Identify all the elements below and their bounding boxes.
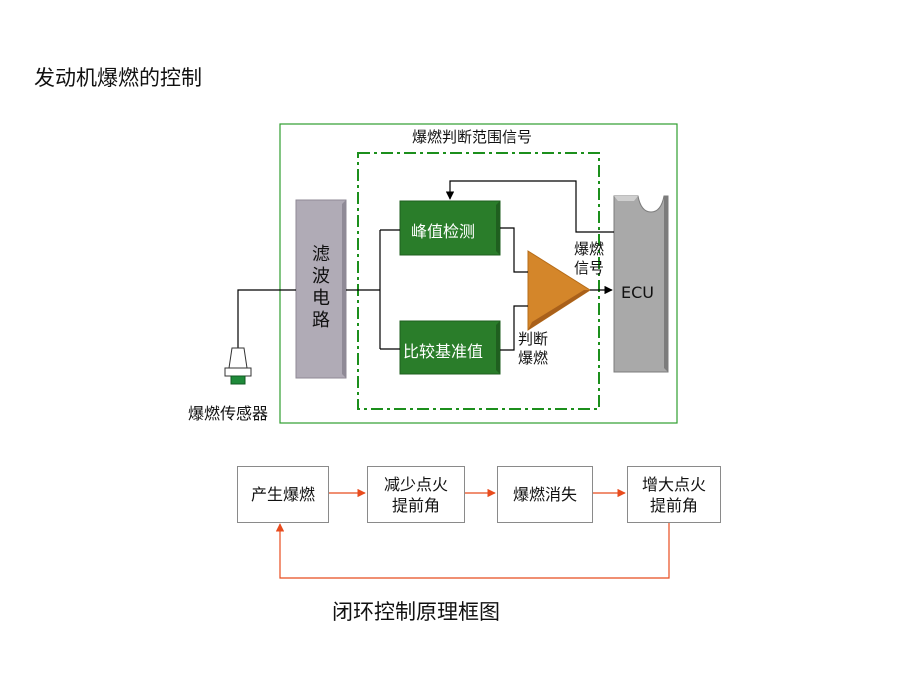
reference-compare-box	[399, 320, 501, 375]
knock-signal-line-2: 信号	[574, 259, 605, 277]
knock-judge-label: 判断 爆燃	[518, 330, 548, 368]
filter-char-3: 电	[312, 288, 330, 309]
loop-caption: 闭环控制原理框图	[332, 600, 500, 624]
reference-compare-label: 比较基准值	[403, 342, 484, 361]
loop-arrows	[275, 488, 670, 579]
filter-char-4: 路	[312, 310, 330, 331]
range-frame	[357, 152, 600, 410]
peak-detect-box	[399, 200, 501, 256]
knock-judge-line-1: 判断	[518, 330, 549, 348]
step-reduce-advance: 减少点火 提前角	[367, 466, 465, 523]
step-increase-advance: 增大点火 提前角	[627, 466, 721, 523]
outer-frame	[279, 123, 678, 424]
slide-title: 发动机爆燃的控制	[34, 66, 202, 90]
peak-detect-label: 峰值检测	[411, 222, 476, 241]
range-signal-label: 爆燃判断范围信号	[412, 128, 533, 146]
knock-judge-line-2: 爆燃	[518, 349, 549, 367]
comparator-amplifier	[527, 250, 591, 331]
step-knock-occurs: 产生爆燃	[237, 466, 329, 523]
step-knock-disappears: 爆燃消失	[497, 466, 593, 523]
signal-wires	[237, 180, 614, 366]
filter-char-2: 波	[312, 266, 330, 287]
knock-signal-label: 爆燃 信号	[574, 240, 604, 278]
ecu-label: ECU	[621, 283, 654, 302]
knock-signal-line-1: 爆燃	[574, 240, 605, 258]
filter-char-1: 滤	[312, 244, 330, 265]
knock-sensor-icon	[224, 347, 252, 385]
filter-circuit-label: 滤 波 电 路	[309, 244, 333, 332]
knock-sensor-label: 爆燃传感器	[188, 404, 269, 423]
filter-circuit-box	[295, 199, 347, 379]
ecu-box	[613, 195, 669, 373]
